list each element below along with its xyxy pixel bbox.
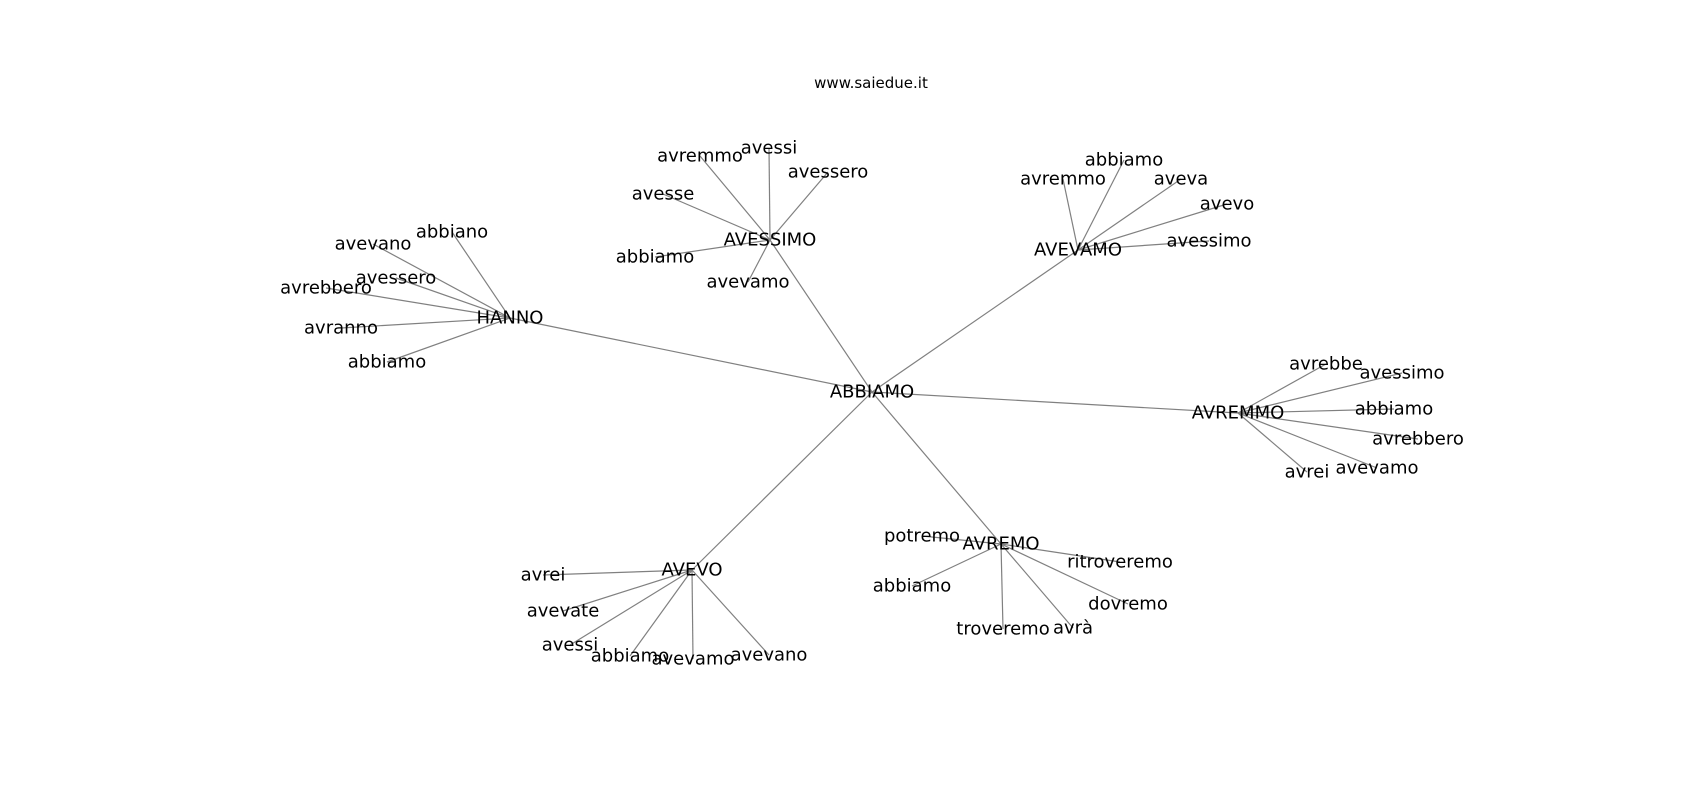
leaf-node-label: avevano: [731, 645, 808, 666]
edge-avevo-leaf: [691, 569, 770, 656]
edge-hanno-leaf: [340, 317, 511, 329]
leaf-node-label: avessero: [788, 162, 869, 183]
edge-center-avevamo: [871, 249, 1079, 393]
leaf-node-label: avrebbe: [1289, 354, 1363, 375]
leaf-node-label: abbiamo: [1355, 399, 1433, 420]
edge-avremo-leaf: [1000, 543, 1004, 630]
leaf-node-label: avrei: [1285, 462, 1330, 483]
leaf-node-label: avessi: [741, 138, 798, 159]
edge-avremo-leaf: [921, 535, 1002, 545]
leaf-node-label: avessi: [542, 635, 599, 656]
edge-avremo-leaf: [1000, 543, 1129, 605]
leaf-node-label: aveva: [1154, 169, 1208, 190]
leaf-node-label: avesse: [632, 184, 695, 205]
hub-node-label-hanno: HANNO: [477, 308, 544, 329]
edge-avevo-leaf: [691, 569, 694, 660]
leaf-node-label: avremmo: [1020, 169, 1106, 190]
edge-hanno-leaf: [395, 277, 511, 319]
leaf-node-label: ritroveremo: [1067, 552, 1173, 573]
leaf-node-label: potremo: [884, 526, 960, 547]
leaf-node-label: avessimo: [1166, 231, 1251, 252]
leaf-node-label: avremmo: [657, 146, 743, 167]
leaf-node-label: troveremo: [956, 619, 1049, 640]
edge-center-avevo: [691, 391, 873, 571]
edge-avremo-leaf: [1000, 543, 1074, 629]
edge-avremmo-leaf: [1237, 412, 1419, 440]
leaf-node-label: abbiamo: [1085, 150, 1163, 171]
labels-layer: abbianoavevanoavesseroavrebberoavrannoab…: [280, 138, 1464, 670]
leaf-node-label: avevate: [527, 601, 600, 622]
leaf-node-label: avessimo: [1359, 363, 1444, 384]
edge-center-avessimo: [769, 239, 873, 393]
edge-hanno-leaf: [451, 231, 511, 319]
leaf-node-label: avessero: [356, 268, 437, 289]
leaf-node-label: abbiano: [416, 222, 488, 243]
edge-avremo-leaf: [911, 543, 1002, 587]
leaf-node-label: abbiamo: [348, 352, 426, 373]
edge-avevamo-leaf: [1062, 178, 1079, 251]
edge-avevo-leaf: [569, 569, 693, 646]
hub-node-label-avevamo: AVEVAMO: [1034, 240, 1122, 261]
edge-avremmo-leaf: [1237, 372, 1403, 414]
hub-node-label-avremmo: AVREMMO: [1192, 403, 1285, 424]
edge-hanno-leaf: [372, 243, 511, 319]
leaf-node-label: abbiamo: [591, 646, 669, 667]
edge-avremmo-leaf: [1237, 408, 1395, 414]
edge-avremmo-leaf: [1237, 363, 1327, 414]
edge-avessimo-leaf: [654, 239, 771, 258]
edge-center-avremmo: [871, 391, 1239, 414]
edge-hanno-leaf: [325, 287, 511, 319]
edge-avevamo-leaf: [1077, 203, 1228, 251]
edge-hanno-leaf: [386, 317, 511, 363]
leaf-node-label: dovremo: [1088, 594, 1168, 615]
leaf-node-label: avevo: [1200, 194, 1254, 215]
edge-avevamo-leaf: [1077, 159, 1125, 251]
hub-node-label-avessimo: AVESSIMO: [724, 230, 817, 251]
edges-layer: [325, 147, 1419, 660]
leaf-node-label: avrà: [1053, 618, 1093, 639]
edge-avremo-leaf: [1000, 543, 1121, 563]
hub-node-label-avremo: AVREMO: [962, 534, 1039, 555]
site-watermark: www.saiedue.it: [814, 74, 928, 92]
leaf-node-label: avrebbero: [280, 278, 372, 299]
leaf-node-label: avevamo: [707, 272, 790, 293]
edge-avessimo-leaf: [768, 147, 771, 241]
edge-avevamo-leaf: [1077, 178, 1182, 251]
leaf-node-label: abbiamo: [873, 576, 951, 597]
edge-center-avremo: [871, 391, 1002, 545]
edge-avremmo-leaf: [1237, 412, 1378, 469]
edge-avessimo-leaf: [747, 239, 771, 283]
edge-avevamo-leaf: [1077, 240, 1210, 251]
leaf-node-label: avevamo: [1336, 458, 1419, 479]
leaf-node-label: avrebbero: [1372, 429, 1464, 450]
edge-avevo-leaf: [562, 569, 693, 612]
edge-avremmo-leaf: [1237, 412, 1308, 473]
edge-center-hanno: [509, 317, 873, 393]
edge-avessimo-leaf: [769, 171, 829, 241]
edge-avevo-leaf: [629, 569, 693, 657]
leaf-node-label: avranno: [304, 318, 378, 339]
leaf-node-label: abbiamo: [616, 247, 694, 268]
edge-avessimo-leaf: [699, 155, 771, 241]
edge-avevo-leaf: [542, 569, 693, 576]
edge-avessimo-leaf: [662, 193, 771, 241]
center-node-label: ABBIAMO: [830, 382, 914, 403]
hub-node-label-avevo: AVEVO: [661, 560, 722, 581]
leaf-node-label: avevano: [335, 234, 412, 255]
leaf-node-label: avevamo: [652, 649, 735, 670]
leaf-node-label: avrei: [521, 565, 566, 586]
